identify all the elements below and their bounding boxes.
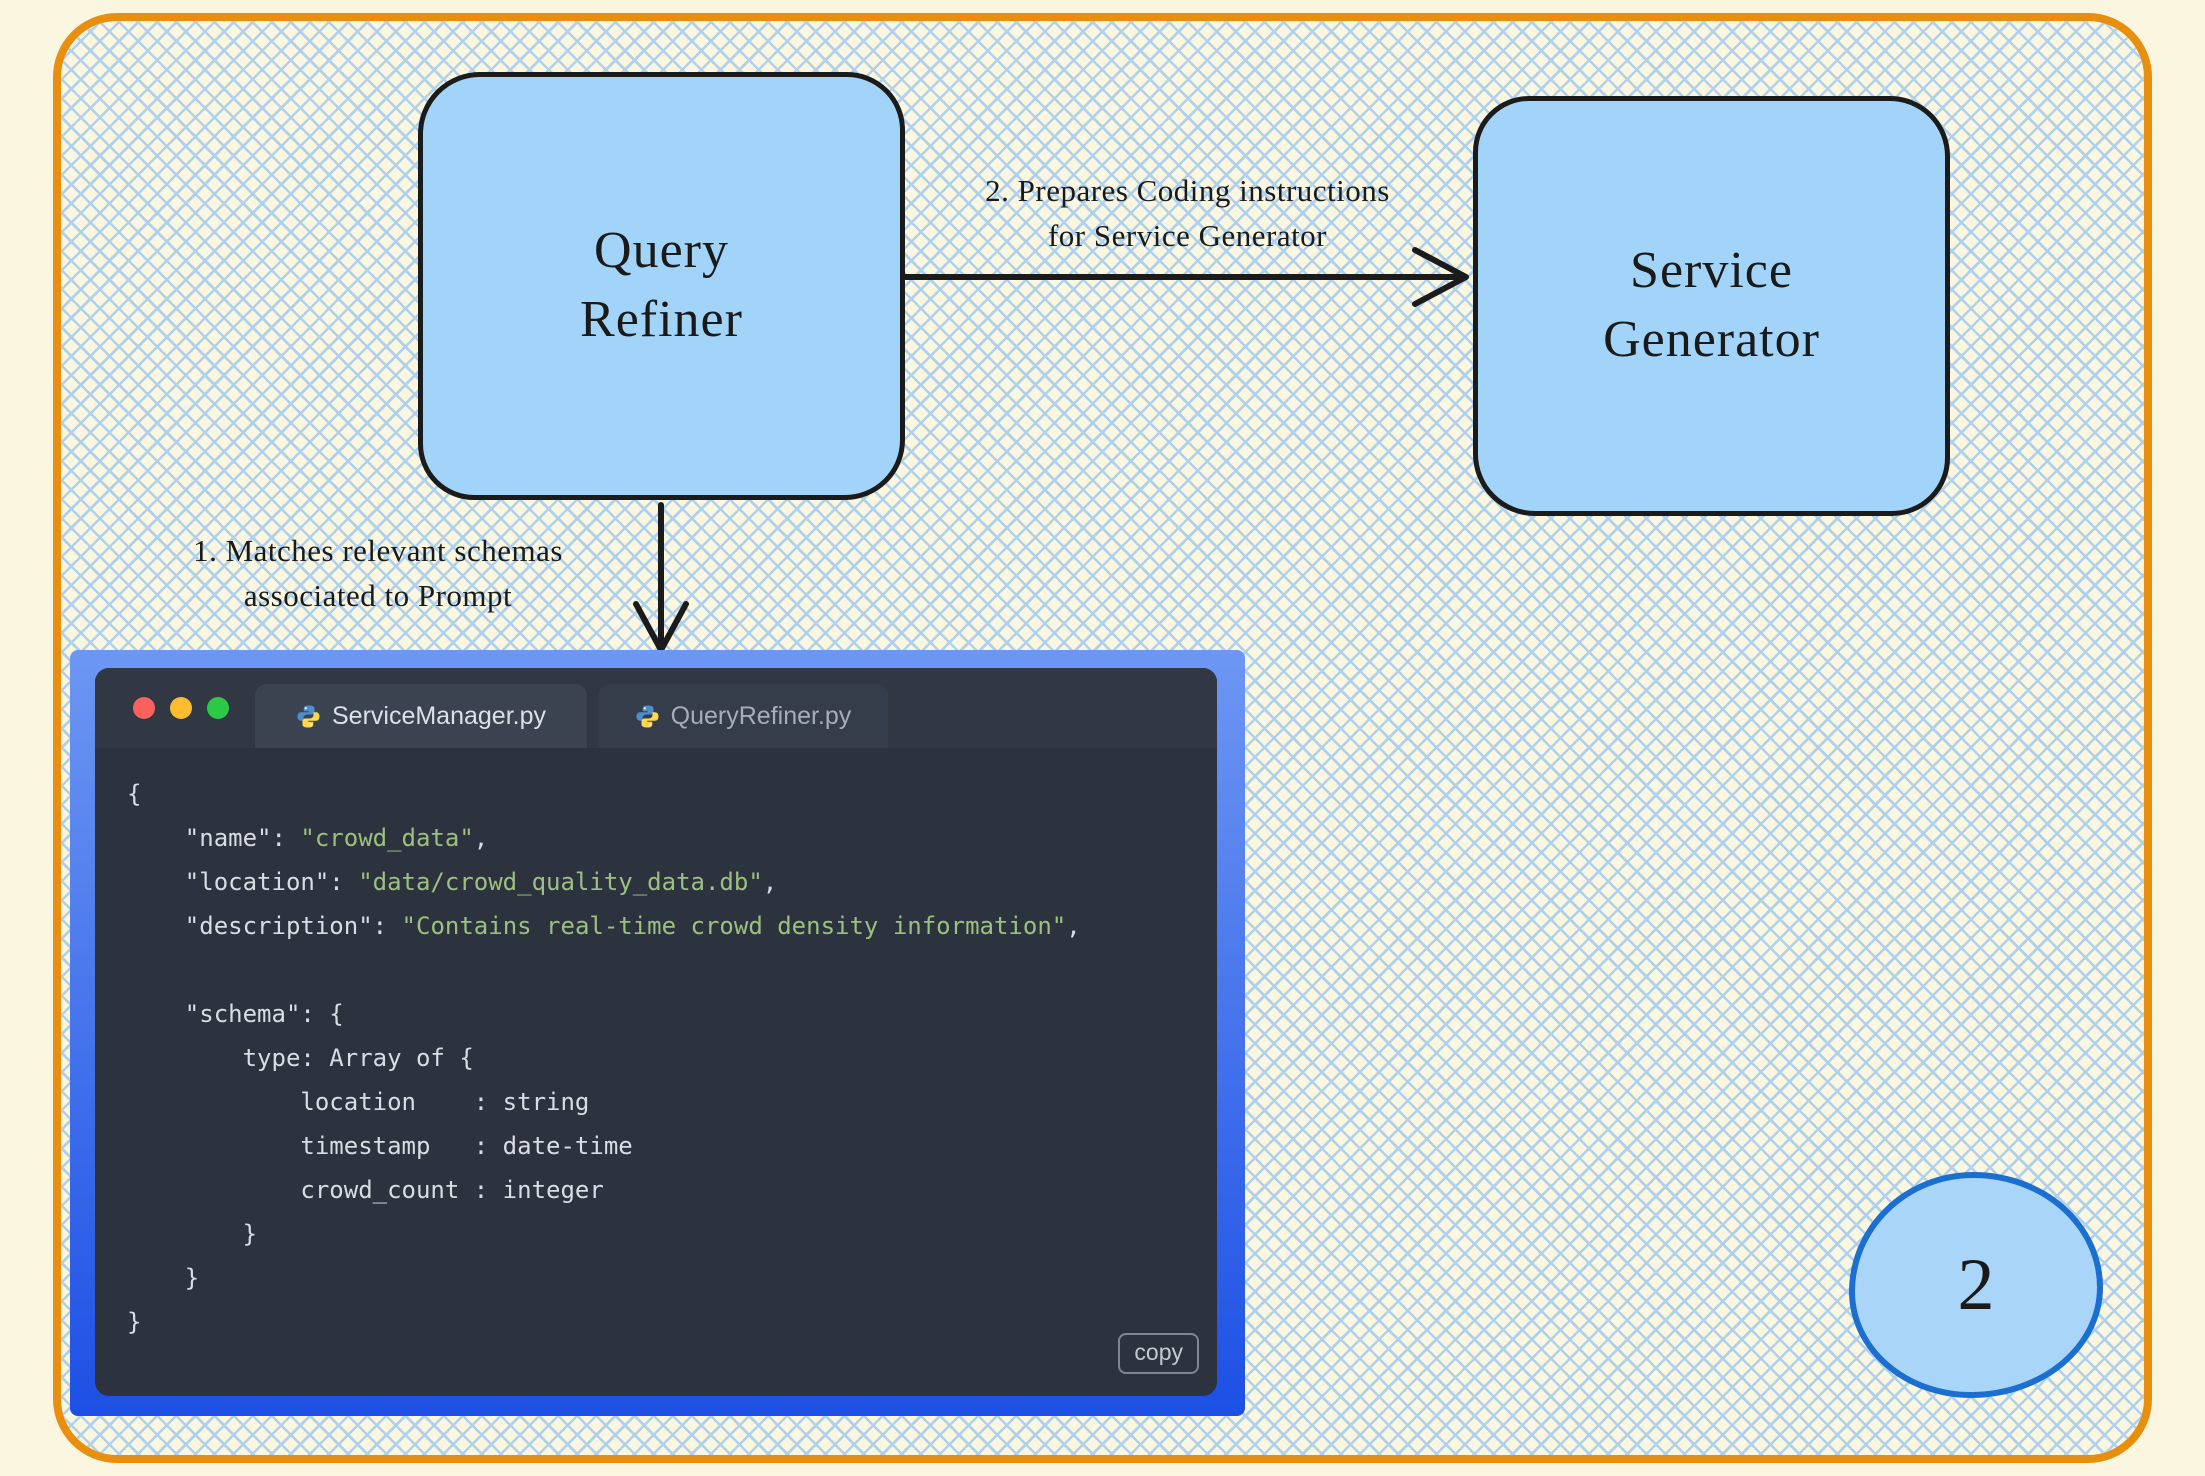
- code-line: "location": "data/crowd_quality_data.db"…: [127, 868, 778, 896]
- node-label-line: Generator: [1603, 311, 1820, 368]
- annotation-step2: 2. Prepares Coding instructions for Serv…: [905, 168, 1470, 258]
- code-line: "description": "Contains real-time crowd…: [127, 912, 1081, 940]
- close-button[interactable]: [133, 697, 155, 719]
- code-line: crowd_count : integer: [127, 1176, 604, 1204]
- code-line: type: Array of {: [127, 1044, 474, 1072]
- tab-label: ServiceManager.py: [331, 701, 546, 730]
- tab-label: QueryRefiner.py: [670, 701, 852, 730]
- annotation-line: for Service Generator: [1047, 218, 1328, 253]
- maximize-button[interactable]: [207, 697, 229, 719]
- code-editor: ServiceManager.py QueryRefiner.py { "na: [95, 668, 1217, 1396]
- window-controls: [133, 668, 229, 748]
- code-line: }: [127, 1220, 258, 1248]
- code-line: timestamp : date-time: [127, 1132, 633, 1160]
- annotation-line: 2. Prepares Coding instructions: [985, 173, 1390, 208]
- node-label-line: Query: [594, 222, 729, 280]
- node-label-line: Service: [1630, 242, 1793, 300]
- badge-number: 2: [1957, 1243, 1995, 1326]
- step-badge: 2: [1849, 1172, 2103, 1398]
- code-line: "schema": {: [127, 1000, 344, 1028]
- code-editor-window: ServiceManager.py QueryRefiner.py { "na: [70, 650, 1245, 1416]
- editor-titlebar: ServiceManager.py QueryRefiner.py: [95, 668, 1217, 748]
- node-label-line: Refiner: [580, 291, 743, 348]
- tab-servicemanager-py[interactable]: ServiceManager.py: [255, 684, 587, 748]
- python-icon: [296, 704, 321, 729]
- code-line: "name": "crowd_data",: [127, 824, 489, 852]
- tab-queryrefiner-py[interactable]: QueryRefiner.py: [598, 684, 888, 748]
- copy-button[interactable]: copy: [1118, 1333, 1199, 1374]
- code-line: }: [127, 1308, 142, 1336]
- minimize-button[interactable]: [170, 697, 192, 719]
- annotation-line: 1. Matches relevant schemas: [193, 533, 563, 568]
- code-line: location : string: [127, 1088, 590, 1116]
- code-line: }: [127, 1264, 200, 1292]
- code-line: {: [127, 780, 142, 808]
- annotation-line: associated to Prompt: [243, 578, 513, 613]
- python-icon: [635, 704, 660, 729]
- node-query-refiner: Query Refiner: [418, 72, 905, 500]
- code-block: { "name": "crowd_data", "location": "dat…: [95, 748, 1217, 1344]
- annotation-step1: 1. Matches relevant schemas associated t…: [118, 528, 638, 618]
- code-line: [127, 948, 1199, 992]
- node-service-generator: Service Generator: [1473, 96, 1950, 516]
